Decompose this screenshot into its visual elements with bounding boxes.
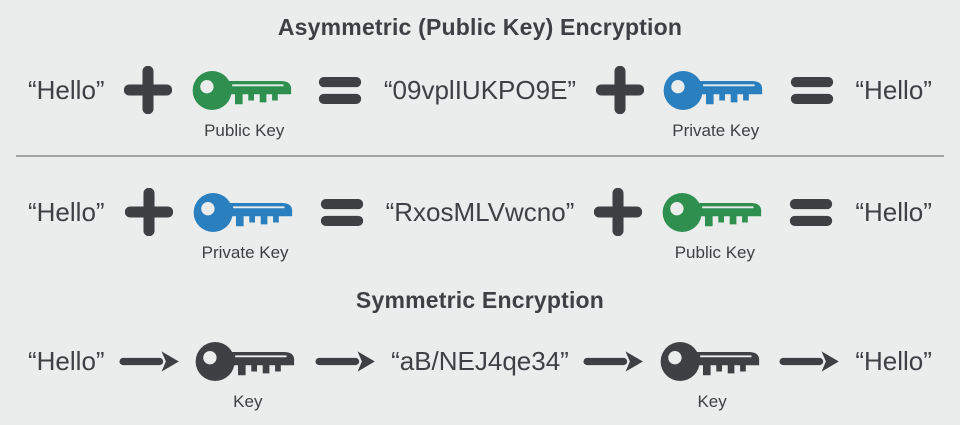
plaintext-right: “Hello”: [855, 345, 932, 376]
key-icon: [192, 191, 293, 233]
key-icon: [191, 69, 292, 111]
ciphertext: “RxosMLVwcno”: [385, 196, 575, 227]
section-divider: [16, 155, 944, 157]
key-label: Private Key: [201, 242, 289, 262]
plus-icon: [594, 188, 642, 236]
key-label: Public Key: [674, 242, 756, 262]
key-label: Key: [697, 391, 727, 411]
arrow-right-icon: [119, 349, 181, 374]
plaintext-right: “Hello”: [855, 196, 932, 227]
private-key-icon-group: Private Key: [192, 183, 298, 262]
asymmetric-section-title: Asymmetric (Public Key) Encryption: [277, 14, 683, 40]
ciphertext: “aB/NEJ4qe34”: [391, 345, 569, 376]
equals-icon: [320, 198, 363, 226]
key-label: Public Key: [204, 120, 285, 140]
plus-icon: [596, 66, 644, 114]
key-icon: [659, 340, 760, 382]
equals-icon: [790, 76, 833, 104]
private-key-icon-group: Private Key: [663, 61, 768, 140]
plaintext-left: “Hello”: [28, 74, 105, 105]
arrow-right-icon: [779, 349, 841, 374]
arrow-right-icon: [315, 349, 377, 374]
symmetric-section-title: Symmetric Encryption: [355, 287, 605, 313]
equals-icon: [319, 76, 362, 104]
asymmetric-decrypt-row: “Hello” Private Key “RxosMLVwcno” Public…: [0, 183, 960, 262]
asymmetric-encrypt-row: “Hello” Public Key “09vplIUKPO9E” Privat…: [0, 61, 960, 140]
symmetric-key-icon-group: Key: [659, 332, 765, 411]
plus-icon: [124, 66, 172, 114]
key-label: Key: [233, 391, 263, 411]
public-key-icon-group: Public Key: [191, 61, 297, 140]
key-icon: [662, 191, 763, 233]
public-key-icon-group: Public Key: [662, 183, 767, 262]
key-icon: [195, 340, 296, 382]
symmetric-key-icon-group: Key: [195, 332, 300, 411]
plaintext-left: “Hello”: [28, 196, 105, 227]
plaintext-right: “Hello”: [855, 74, 932, 105]
equals-icon: [790, 198, 833, 226]
key-icon: [663, 69, 764, 111]
symmetric-row: “Hello” Key “aB/NEJ4qe34” Key “Hello”: [0, 332, 960, 411]
arrow-right-icon: [583, 349, 645, 374]
ciphertext: “09vplIUKPO9E”: [383, 74, 577, 105]
key-label: Private Key: [672, 120, 760, 140]
plaintext-left: “Hello”: [28, 345, 105, 376]
plus-icon: [125, 188, 173, 236]
